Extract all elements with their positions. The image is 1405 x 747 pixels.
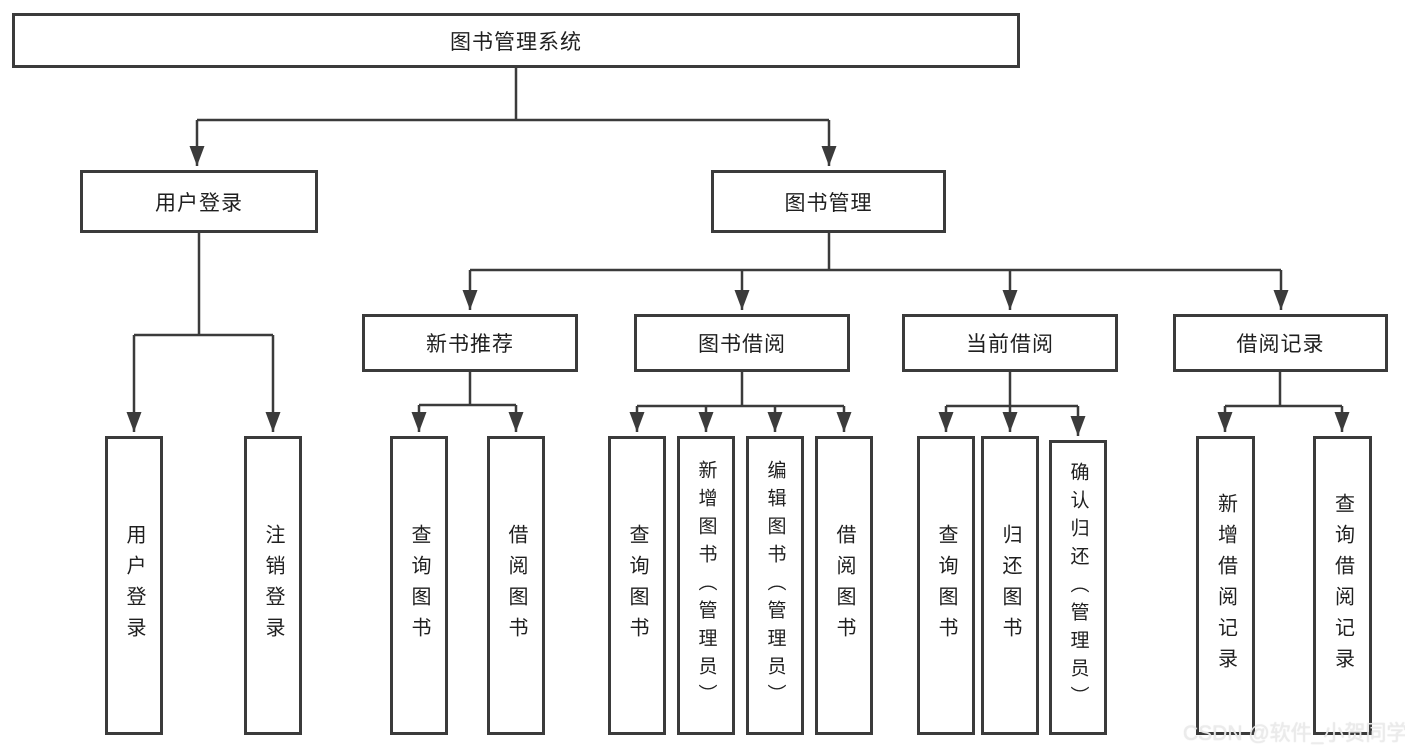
leaf-label: 确认归还（管理员） [1067, 461, 1089, 714]
node-label: 图书管理 [784, 191, 873, 215]
leaf-label: 借阅图书 [833, 523, 855, 648]
leaf-newbook-borrow-book: 借阅图书 [487, 436, 545, 735]
node-label: 借阅记录 [1236, 333, 1325, 356]
connector-arrows [126, 120, 1350, 436]
leaf-borrow-edit-book-admin: 编辑图书（管理员） [746, 436, 804, 735]
leaf-label: 查询图书 [935, 523, 957, 648]
leaf-label: 编辑图书（管理员） [764, 459, 786, 712]
node-new-book-recommend: 新书推荐 [362, 314, 578, 372]
leaf-current-query-book: 查询图书 [917, 436, 975, 735]
leaf-record-add-borrow-record: 新增借阅记录 [1196, 436, 1255, 735]
leaf-newbook-query-book: 查询图书 [390, 436, 448, 735]
node-label: 用户登录 [155, 191, 243, 215]
node-library-management-system: 图书管理系统 [12, 13, 1020, 68]
node-current-borrow: 当前借阅 [902, 314, 1118, 372]
node-user-login: 用户登录 [80, 170, 318, 233]
leaf-borrow-add-book-admin: 新增图书（管理员） [677, 436, 735, 735]
leaf-record-query-borrow-record: 查询借阅记录 [1313, 436, 1372, 735]
node-label: 当前借阅 [966, 333, 1054, 356]
leaf-label: 查询图书 [408, 523, 430, 648]
leaf-label: 查询图书 [626, 523, 648, 648]
leaf-label: 归还图书 [999, 523, 1021, 648]
leaf-label: 新增图书（管理员） [695, 459, 717, 712]
node-label: 新书推荐 [426, 333, 514, 356]
connector-trunk-lines [134, 68, 1342, 408]
leaf-label: 注销登录 [262, 523, 284, 648]
csdn-watermark: CSDN @软件_小贺同学 [1183, 722, 1405, 745]
leaf-label: 查询借阅记录 [1331, 492, 1354, 679]
leaf-label: 借阅图书 [505, 523, 527, 648]
node-book-management: 图书管理 [711, 170, 946, 233]
leaf-current-return-book: 归还图书 [981, 436, 1039, 735]
node-book-borrow: 图书借阅 [634, 314, 850, 372]
node-label: 图书借阅 [698, 333, 786, 356]
leaf-user-login: 用户登录 [105, 436, 163, 735]
leaf-logout-login: 注销登录 [244, 436, 302, 735]
leaf-borrow-query-book: 查询图书 [608, 436, 666, 735]
leaf-label: 用户登录 [123, 523, 145, 648]
node-borrow-record: 借阅记录 [1173, 314, 1388, 372]
leaf-label: 新增借阅记录 [1214, 492, 1237, 679]
leaf-borrow-borrow-book: 借阅图书 [815, 436, 873, 735]
leaf-current-confirm-return-admin: 确认归还（管理员） [1049, 440, 1107, 735]
node-label: 图书管理系统 [450, 30, 582, 54]
